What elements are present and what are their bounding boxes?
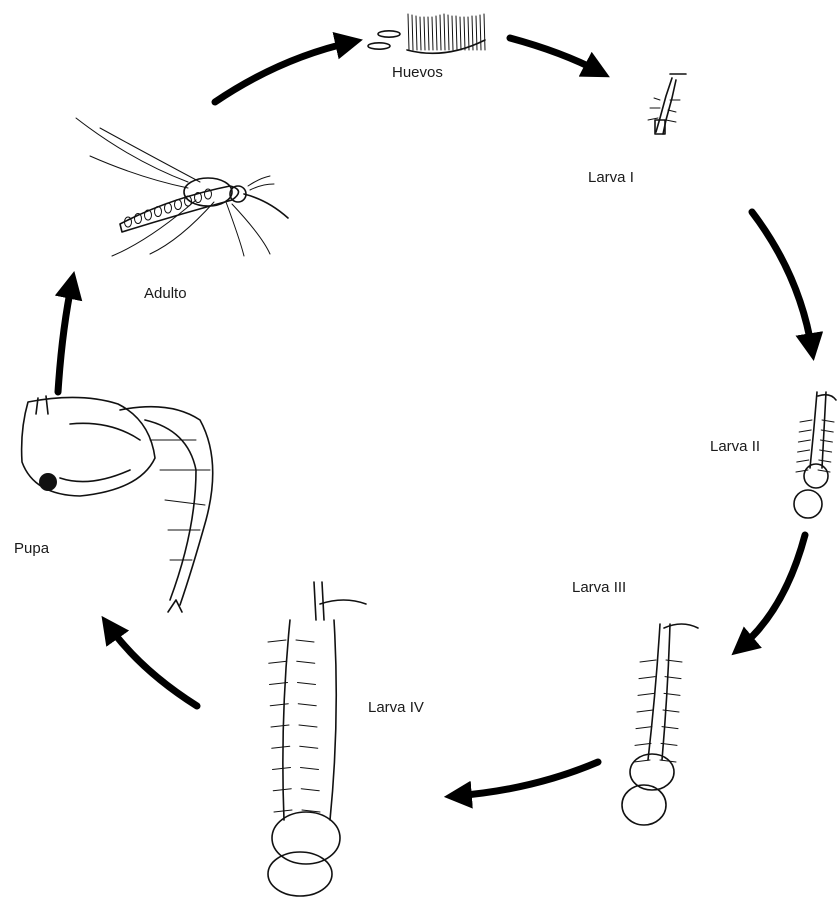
arrow-larva3-to-larva4: [455, 762, 598, 796]
label-huevos: Huevos: [392, 64, 443, 81]
larva2-illustration: [794, 392, 836, 518]
larva3-illustration: [622, 624, 698, 825]
label-adulto: Adulto: [144, 285, 187, 302]
label-larva4: Larva IV: [368, 699, 424, 716]
adult-mosquito-illustration: [76, 118, 288, 256]
label-larva3: Larva III: [572, 579, 626, 596]
stage-labels: Huevos Larva I Larva II Larva III Larva …: [14, 64, 760, 716]
arrow-pupa-to-adulto: [58, 282, 72, 392]
cycle-arrows: [58, 38, 812, 796]
label-larva2: Larva II: [710, 438, 760, 455]
pupa-illustration: [22, 396, 213, 612]
arrow-huevos-to-larva1: [510, 38, 600, 72]
eggs-illustration: [368, 14, 485, 53]
arrow-larva1-to-larva2: [752, 212, 812, 350]
arrow-larva2-to-larva3: [740, 535, 805, 648]
label-larva1: Larva I: [588, 169, 634, 186]
arrow-adulto-to-huevos: [215, 42, 352, 102]
larva4-illustration: [268, 582, 366, 896]
arrow-larva4-to-pupa: [108, 625, 197, 706]
label-pupa: Pupa: [14, 540, 50, 557]
larva1-illustration: [648, 74, 686, 134]
